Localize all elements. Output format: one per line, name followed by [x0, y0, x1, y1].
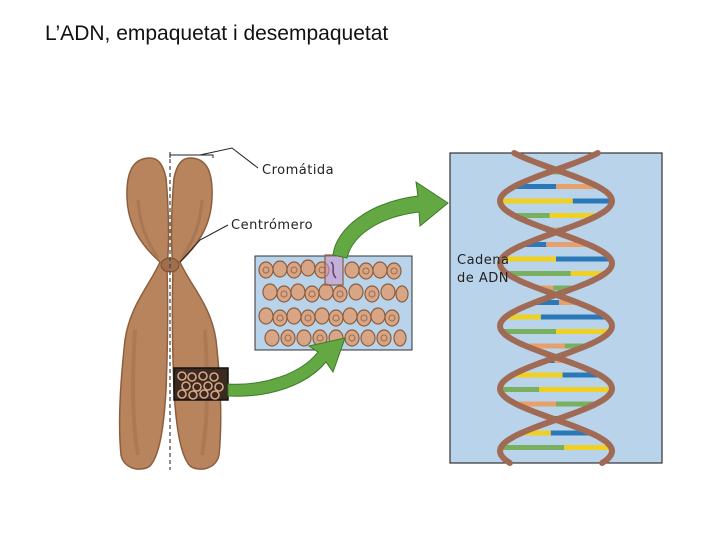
base-pair-segment: [506, 271, 571, 276]
left-chromatid: [118, 157, 170, 470]
dna-zoom-box: [324, 254, 344, 286]
base-pair-segment: [526, 343, 565, 349]
base-pair-segment: [556, 256, 611, 262]
base-pair-segment: [514, 213, 550, 218]
base-pair-segment: [521, 430, 551, 436]
dna-backbone-strand-1: [496, 150, 616, 466]
centromere-label: Centrómero: [231, 218, 313, 233]
base-pair-segment: [505, 314, 541, 320]
base-pair-segment: [559, 300, 578, 305]
base-pair-segment: [556, 184, 598, 189]
base-pair-segment: [501, 256, 556, 262]
dna-strand-label-line2: de ADN: [457, 271, 509, 286]
base-pair-segment: [562, 372, 600, 378]
chromatin-panel: [254, 254, 413, 351]
slide-title: L’ADN, empaquetat i desempaquetat: [45, 22, 389, 45]
dna-strand-label-line1: Cadena: [457, 253, 510, 268]
base-pair-segment: [502, 329, 556, 334]
base-pair-segment: [500, 387, 540, 392]
base-pair-segment: [546, 242, 589, 247]
base-pair-segment: [556, 401, 596, 407]
base-pair-segment: [512, 372, 563, 378]
base-pair-segment: [500, 198, 573, 204]
chromosome: [118, 152, 229, 470]
chromatin-zoom-loops: [177, 371, 224, 400]
base-pair-segment: [534, 300, 560, 305]
base-pair-segment: [564, 343, 586, 349]
right-chromatid: [170, 157, 222, 470]
base-pair-segment: [516, 401, 556, 407]
chromatin-fibers: [258, 259, 409, 347]
dna-backbone-strand-2: [496, 150, 616, 466]
arrow-chromosome-to-chromatin: [227, 337, 346, 397]
base-pair-segment: [564, 445, 612, 450]
arrow-chromatin-to-dna: [332, 180, 449, 259]
base-pair-segment: [540, 314, 607, 320]
label-leaders: [169, 147, 259, 263]
base-pair-segment: [539, 387, 612, 392]
base-pair-segment: [572, 198, 612, 204]
dna-backbones: [496, 150, 616, 466]
dna-panel: [449, 152, 663, 464]
base-pair-segment: [570, 271, 606, 276]
base-pair-segment: [523, 242, 547, 247]
base-pair-segment: [514, 184, 556, 189]
base-pair-segment: [500, 445, 565, 450]
base-pair-segment: [553, 285, 575, 291]
base-pair-segment: [549, 213, 598, 218]
base-pair-segment: [550, 430, 591, 436]
base-pair-segment: [556, 329, 610, 334]
chromatid-label: Cromátida: [262, 163, 334, 178]
